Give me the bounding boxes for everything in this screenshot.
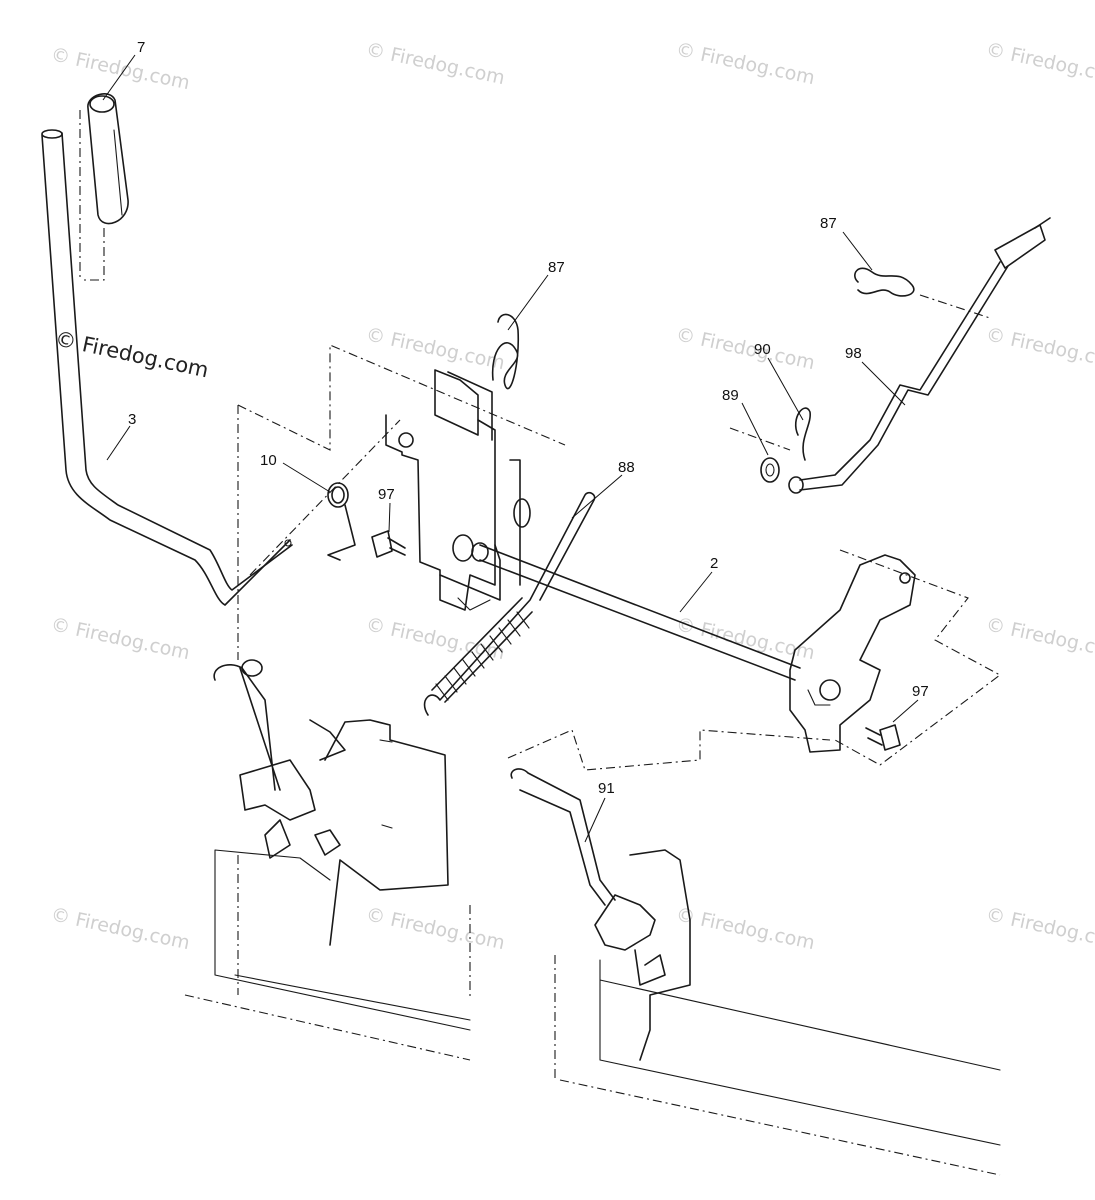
part-2-lift-shaft[interactable] (471, 542, 916, 753)
callout-2[interactable]: 2 (710, 555, 718, 572)
deck-frame-left (214, 719, 471, 1031)
leader-91 (584, 797, 606, 843)
part-10-torsion-spring[interactable] (327, 482, 356, 561)
watermark: © Firedog.com (364, 903, 507, 954)
callout-89[interactable]: 89 (722, 387, 739, 404)
part-97-bolt-left[interactable] (371, 530, 406, 558)
leader-97-right (892, 699, 919, 723)
watermark: © Firedog.com (674, 903, 817, 954)
watermark: © Firedog.com (364, 38, 507, 89)
guide-line-spring (249, 419, 401, 576)
part-98-adjustment-rod[interactable] (788, 217, 1051, 494)
part-3-lift-handle[interactable] (41, 129, 293, 606)
watermark: © Firedog.com (674, 613, 817, 664)
callout-7[interactable]: 7 (137, 39, 145, 56)
part-97-bolt-right[interactable] (865, 724, 901, 751)
leader-90 (767, 357, 804, 421)
watermark: © Firedog.com (364, 323, 507, 374)
leader-10 (282, 462, 331, 493)
leader-88 (571, 474, 623, 519)
watermark: © Firedog.com (984, 903, 1095, 954)
leader-3 (106, 425, 131, 461)
watermark: © Firedog.com (984, 323, 1095, 374)
part-89-washer[interactable] (760, 457, 780, 483)
part-88-extension-spring[interactable] (423, 492, 596, 716)
callout-87-right[interactable]: 87 (820, 215, 837, 232)
guide-line-handle (79, 110, 105, 281)
callout-97-right[interactable]: 97 (912, 683, 929, 700)
watermark: © Firedog.com (984, 38, 1095, 89)
guide-line-rod (729, 294, 991, 451)
guide-line-bracket (237, 344, 566, 451)
callout-88[interactable]: 88 (618, 459, 635, 476)
callout-leaders (102, 54, 919, 843)
callout-3[interactable]: 3 (128, 411, 136, 428)
watermark: © Firedog.com (674, 323, 817, 374)
leader-87-right (842, 231, 873, 271)
guide-line-right (834, 549, 1002, 766)
deck-frame-right (599, 849, 1001, 1146)
callout-87-center[interactable]: 87 (548, 259, 565, 276)
watermark: © Firedog.com (49, 903, 192, 954)
watermark: © Firedog.com (49, 43, 192, 94)
watermark: © Firedog.com (984, 613, 1095, 664)
part-87-hairpin-clip-right[interactable] (854, 267, 915, 297)
leader-98 (861, 361, 906, 406)
callout-97-left[interactable]: 97 (378, 486, 395, 503)
leader-89 (741, 402, 769, 456)
part-91-deck-lever-right[interactable] (510, 768, 666, 986)
watermark: © Firedog.com (674, 38, 817, 89)
leader-2 (679, 571, 713, 613)
watermark: © Firedog.com (364, 613, 507, 664)
callout-90[interactable]: 90 (754, 341, 771, 358)
part-7-handle-grip[interactable] (87, 93, 129, 225)
part-90-cotter-pin[interactable] (794, 407, 811, 461)
callout-labels: 7 87 87 90 98 89 3 10 97 88 2 97 91 (128, 39, 929, 797)
pivot-bracket-assembly (385, 369, 531, 611)
guide-line-lower (507, 729, 831, 771)
guide-line-frame (184, 855, 1001, 1176)
watermark: © Firedog.com (49, 613, 192, 664)
leader-7 (102, 54, 136, 101)
leader-97-left (388, 502, 391, 533)
deck-lever-left (213, 659, 346, 859)
assembly-guide-lines (79, 110, 1002, 1176)
callout-91[interactable]: 91 (598, 780, 615, 797)
callout-10[interactable]: 10 (260, 452, 277, 469)
leader-87-center (507, 274, 549, 331)
callout-98[interactable]: 98 (845, 345, 862, 362)
